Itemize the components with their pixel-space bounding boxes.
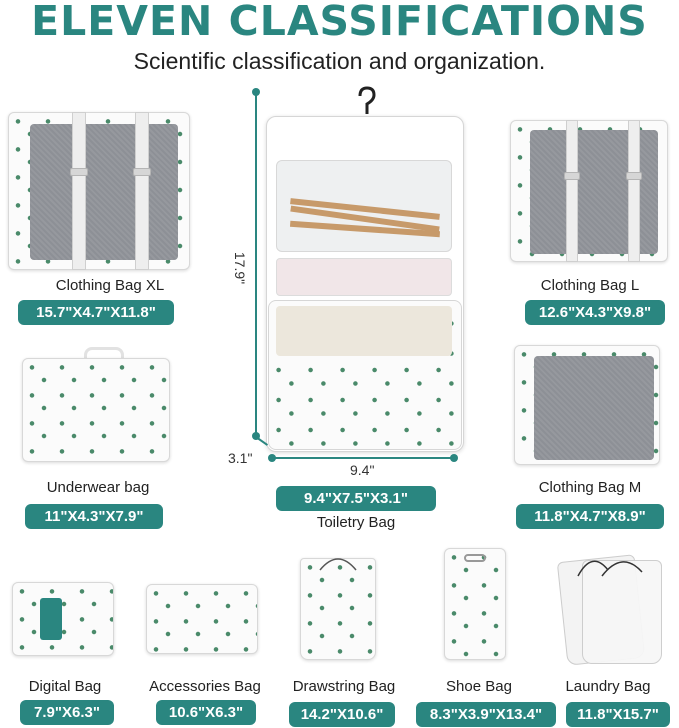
toiletry-depth-label: 3.1" — [228, 450, 253, 466]
dimension-dot — [252, 432, 260, 440]
accessories-bag-size-badge: 10.6"X6.3" — [156, 700, 256, 725]
toiletry-width-line — [272, 457, 454, 459]
clothing-bag-m-label: Clothing Bag M — [538, 479, 642, 496]
laundry-bag-label: Laundry Bag — [565, 678, 651, 695]
laundry-cord-icon — [577, 560, 643, 577]
underwear-bag-label: Underwear bag — [46, 479, 150, 496]
toiletry-height-line — [255, 92, 257, 436]
drawstring-bag-size-badge: 14.2"X10.6" — [289, 702, 395, 727]
clothing-bag-l-label: Clothing Bag L — [540, 277, 640, 294]
laundry-bag-size-badge: 11.8"X15.7" — [566, 702, 670, 727]
clothing-bag-m-size-badge: 11.8"X4.7"X8.9" — [516, 504, 664, 529]
shoe-bag-label: Shoe Bag — [446, 678, 512, 695]
accessories-bag-label: Accessories Bag — [149, 678, 261, 695]
drawstring-cord-icon — [319, 558, 357, 571]
digital-bag-size-badge: 7.9"X6.3" — [20, 700, 114, 725]
clothing-bag-xl-label: Clothing Bag XL — [55, 277, 165, 294]
dimension-dot — [268, 454, 276, 462]
toiletry-bag-label: Toiletry Bag — [316, 514, 396, 531]
hanger-hook-icon — [358, 86, 376, 114]
page-title: ELEVEN CLASSIFICATIONS — [31, 0, 648, 45]
toiletry-bag-size-badge: 9.4"X7.5"X3.1" — [276, 486, 436, 511]
digital-bag-label: Digital Bag — [28, 678, 102, 695]
dimension-dot — [450, 454, 458, 462]
shoe-bag-size-badge: 8.3"X3.9"X13.4" — [416, 702, 556, 727]
underwear-bag-size-badge: 11"X4.3"X7.9" — [25, 504, 163, 529]
drawstring-bag-label: Drawstring Bag — [292, 678, 396, 695]
dimension-dot — [252, 88, 260, 96]
toiletry-width-label: 9.4" — [350, 462, 375, 478]
clothing-bag-l-size-badge: 12.6"X4.3"X9.8" — [525, 300, 665, 325]
clothing-bag-xl-size-badge: 15.7"X4.7"X11.8" — [18, 300, 174, 325]
toiletry-height-label: 17.9" — [232, 251, 249, 285]
page-subtitle: Scientific classification and organizati… — [133, 48, 546, 74]
